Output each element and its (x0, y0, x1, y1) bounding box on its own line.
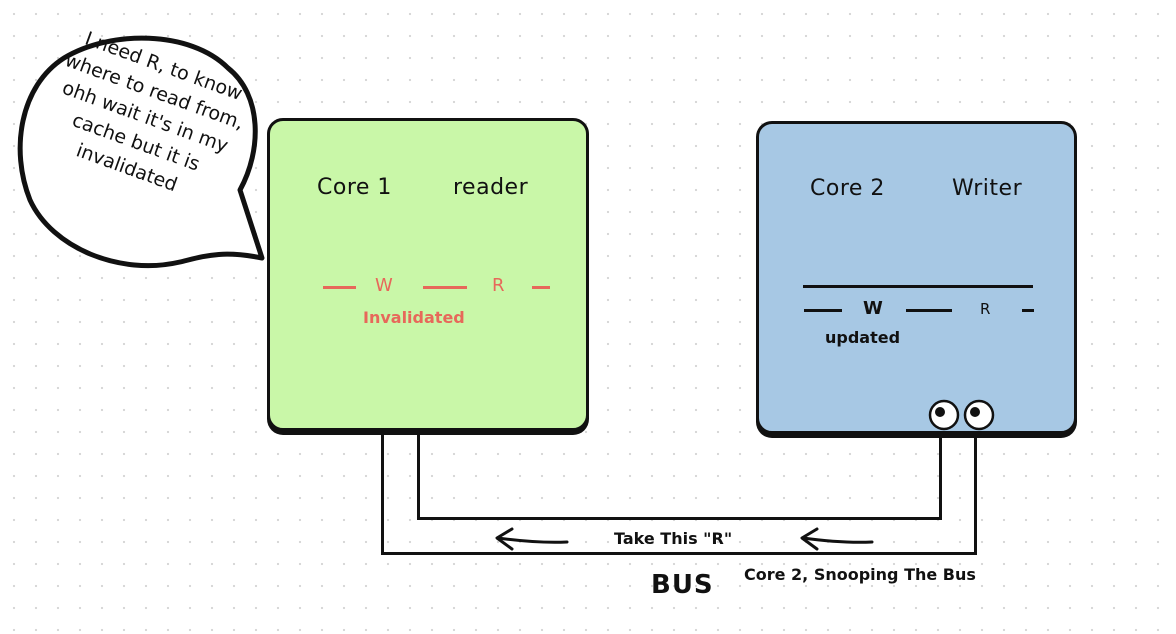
core1-cache-w: W (375, 275, 393, 296)
speech-bubble (17, 35, 265, 268)
arrow-left-icon (800, 527, 874, 551)
bus-wire-outer-bottom (381, 552, 977, 555)
core1-role: reader (453, 175, 529, 200)
snooping-eyes-icon (928, 399, 995, 431)
bus-label: BUS (651, 570, 714, 600)
core2-cache-line-segment (906, 309, 952, 312)
core2-box: Core 2 Writer W R updated (756, 121, 1077, 434)
core1-cache-line-segment (423, 286, 467, 289)
bus-wire-inner-right (939, 434, 942, 520)
core2-title: Core 2 (810, 176, 885, 201)
core2-cache-w: W (863, 298, 883, 319)
core2-cache-top-border (803, 285, 1033, 288)
core2-cache-line-segment (804, 309, 842, 312)
bus-wire-outer-left (381, 434, 384, 555)
snoop-note: Core 2, Snooping The Bus (744, 565, 976, 584)
arrow-left-icon (495, 527, 569, 551)
bus-wire-outer-right (974, 434, 977, 555)
core2-status-updated: updated (825, 328, 901, 347)
bus-message: Take This "R" (614, 529, 733, 548)
bus-wire-inner-left (417, 434, 420, 520)
core1-cache-r: R (492, 275, 505, 296)
core1-status-invalidated: Invalidated (363, 308, 465, 327)
core1-box: Core 1 reader W R Invalidated (267, 118, 589, 431)
bus-wire-inner-bottom (417, 517, 942, 520)
core2-role: Writer (952, 176, 1023, 201)
core1-cache-line-segment (323, 286, 356, 289)
core2-cache-line-segment (1022, 309, 1034, 312)
core2-cache-r: R (980, 300, 991, 318)
core1-cache-line-segment (532, 286, 550, 289)
core1-title: Core 1 (317, 175, 392, 200)
